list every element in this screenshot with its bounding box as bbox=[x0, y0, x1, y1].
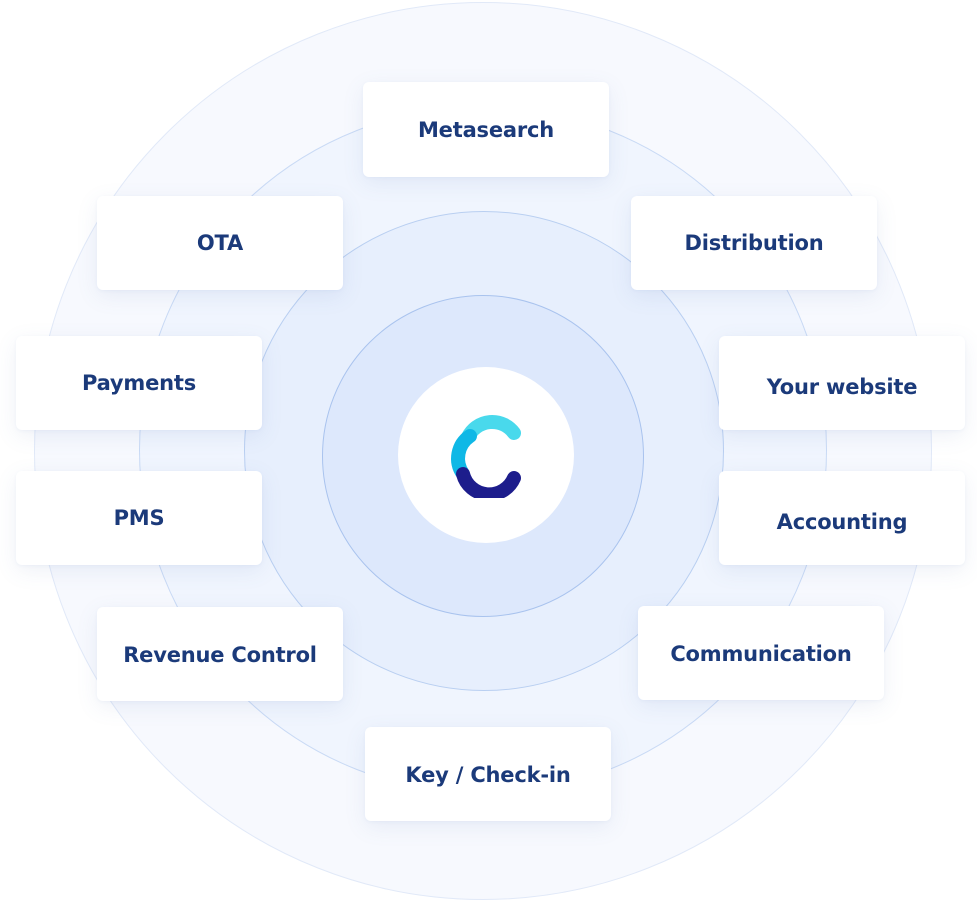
node-label: Accounting bbox=[776, 510, 908, 534]
node-ota[interactable]: OTA bbox=[97, 196, 343, 290]
node-label: Distribution bbox=[684, 231, 824, 255]
node-label: Payments bbox=[81, 371, 197, 395]
node-label: Key / Check-in bbox=[405, 763, 571, 787]
center-hub bbox=[398, 367, 574, 543]
node-label: PMS bbox=[113, 506, 165, 530]
node-payments[interactable]: Payments bbox=[16, 336, 262, 430]
node-label: Your website bbox=[766, 375, 918, 399]
node-label: OTA bbox=[196, 231, 244, 255]
node-pms[interactable]: PMS bbox=[16, 471, 262, 565]
node-label: Communication bbox=[670, 642, 852, 666]
node-label: Metasearch bbox=[417, 117, 555, 142]
node-accounting[interactable]: Accounting bbox=[719, 471, 965, 565]
brand-c-logo-icon bbox=[451, 414, 521, 498]
node-label: Revenue Control bbox=[123, 643, 317, 667]
node-distribution[interactable]: Distribution bbox=[631, 196, 877, 290]
node-your-website[interactable]: Your website bbox=[719, 336, 965, 430]
node-key-check-in[interactable]: Key / Check-in bbox=[365, 727, 611, 821]
node-metasearch[interactable]: Metasearch bbox=[363, 82, 609, 177]
node-revenue-control[interactable]: Revenue Control bbox=[97, 607, 343, 701]
node-communication[interactable]: Communication bbox=[638, 606, 884, 700]
